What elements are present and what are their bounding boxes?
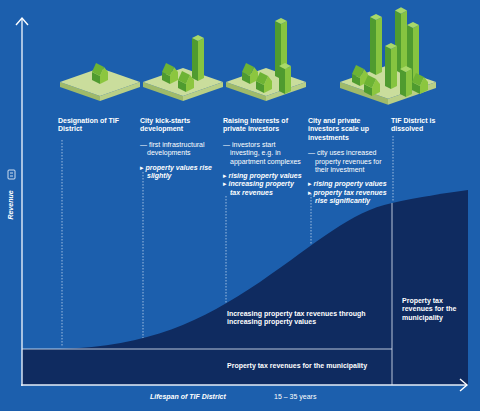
x-axis-arrow bbox=[460, 379, 467, 391]
region-shape bbox=[392, 185, 468, 385]
axis-label: Revenue bbox=[7, 190, 15, 219]
stage-note: ▸ property values rise slightly bbox=[140, 164, 216, 181]
growth-area: Increasing property tax revenues through… bbox=[22, 180, 392, 349]
stage-note: — first infrastructural developments bbox=[140, 141, 216, 158]
region-shape bbox=[22, 180, 392, 349]
stage-note: — investors start investing, e.g. in app… bbox=[223, 141, 303, 166]
stage-column: Raising interests of private investors — … bbox=[223, 117, 303, 197]
stage-column: City and private investors scale up inve… bbox=[308, 117, 388, 206]
stage-heading: City and private investors scale up inve… bbox=[308, 117, 388, 142]
region-fill bbox=[392, 190, 468, 385]
stage-note: ▸ rising property values bbox=[308, 180, 388, 188]
stage-heading: City kick-starts development bbox=[140, 117, 216, 134]
stage-heading: Raising interests of private investors bbox=[223, 117, 303, 134]
stage-column: Designation of TIF District bbox=[58, 117, 130, 141]
region-text: Increasing property tax revenues through… bbox=[227, 310, 379, 327]
band-separator bbox=[22, 349, 392, 350]
stage-note: ▸ increasing property tax revenues bbox=[223, 180, 303, 197]
dissolve-separator bbox=[392, 203, 393, 385]
stage-note: ▸ rising property values bbox=[223, 172, 303, 180]
region-fill bbox=[22, 203, 392, 349]
duration-label: 15 – 35 years bbox=[274, 393, 316, 401]
axis-label: Lifespan of TIF District bbox=[150, 393, 226, 401]
region-text: Property tax revenues for the municipali… bbox=[402, 297, 462, 322]
y-axis-arrow bbox=[16, 18, 28, 25]
y-axis bbox=[21, 18, 22, 386]
stage-note: ▸ property tax revenues rise significant… bbox=[308, 189, 388, 206]
stage-note: — city uses increased property revenues … bbox=[308, 149, 388, 174]
region-text: Property tax revenues for the municipali… bbox=[227, 362, 397, 370]
stage-column: City kick-starts development — first infr… bbox=[140, 117, 216, 180]
base-band: Property tax revenues for the municipali… bbox=[22, 349, 392, 385]
x-axis bbox=[21, 384, 467, 385]
after-panel: Property tax revenues for the municipali… bbox=[392, 185, 468, 385]
stage-heading: TIF District is dissolved bbox=[391, 117, 461, 134]
stage-heading: Designation of TIF District bbox=[58, 117, 130, 134]
stage-column: TIF District is dissolved bbox=[391, 117, 461, 141]
